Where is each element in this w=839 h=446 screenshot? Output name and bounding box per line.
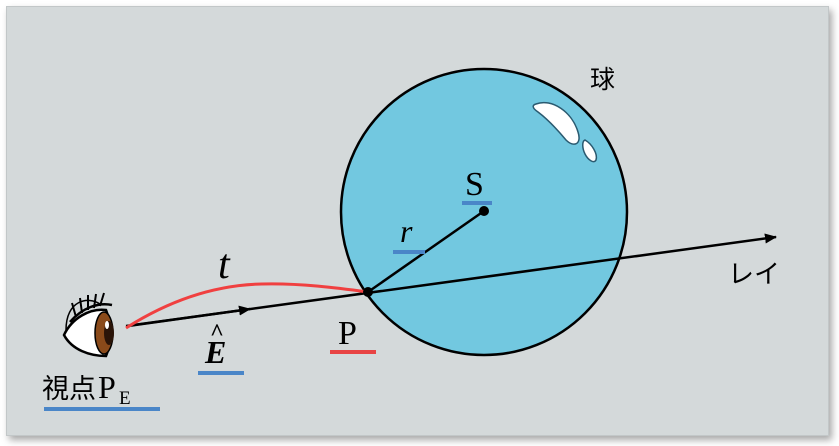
center-underline xyxy=(462,201,492,205)
viewpoint-label: 視点 xyxy=(42,374,96,405)
eye-icon xyxy=(64,293,114,356)
point-label: P xyxy=(338,315,357,352)
viewpoint-subscript: E xyxy=(119,388,131,409)
center-label: S xyxy=(465,166,484,203)
viewpoint-underline xyxy=(44,407,160,411)
point-underline xyxy=(330,350,376,354)
parameter-t-label: t xyxy=(218,242,231,288)
radius-label: r xyxy=(400,213,413,249)
center-point xyxy=(479,206,489,216)
ray-label: レイ xyxy=(728,260,780,290)
radius-underline xyxy=(393,250,425,254)
direction-underline xyxy=(198,371,244,375)
viewpoint-symbol: P xyxy=(98,369,116,405)
intersection-point xyxy=(363,287,373,297)
sphere-label: 球 xyxy=(590,65,615,94)
direction-vector-label: E xyxy=(204,334,226,370)
